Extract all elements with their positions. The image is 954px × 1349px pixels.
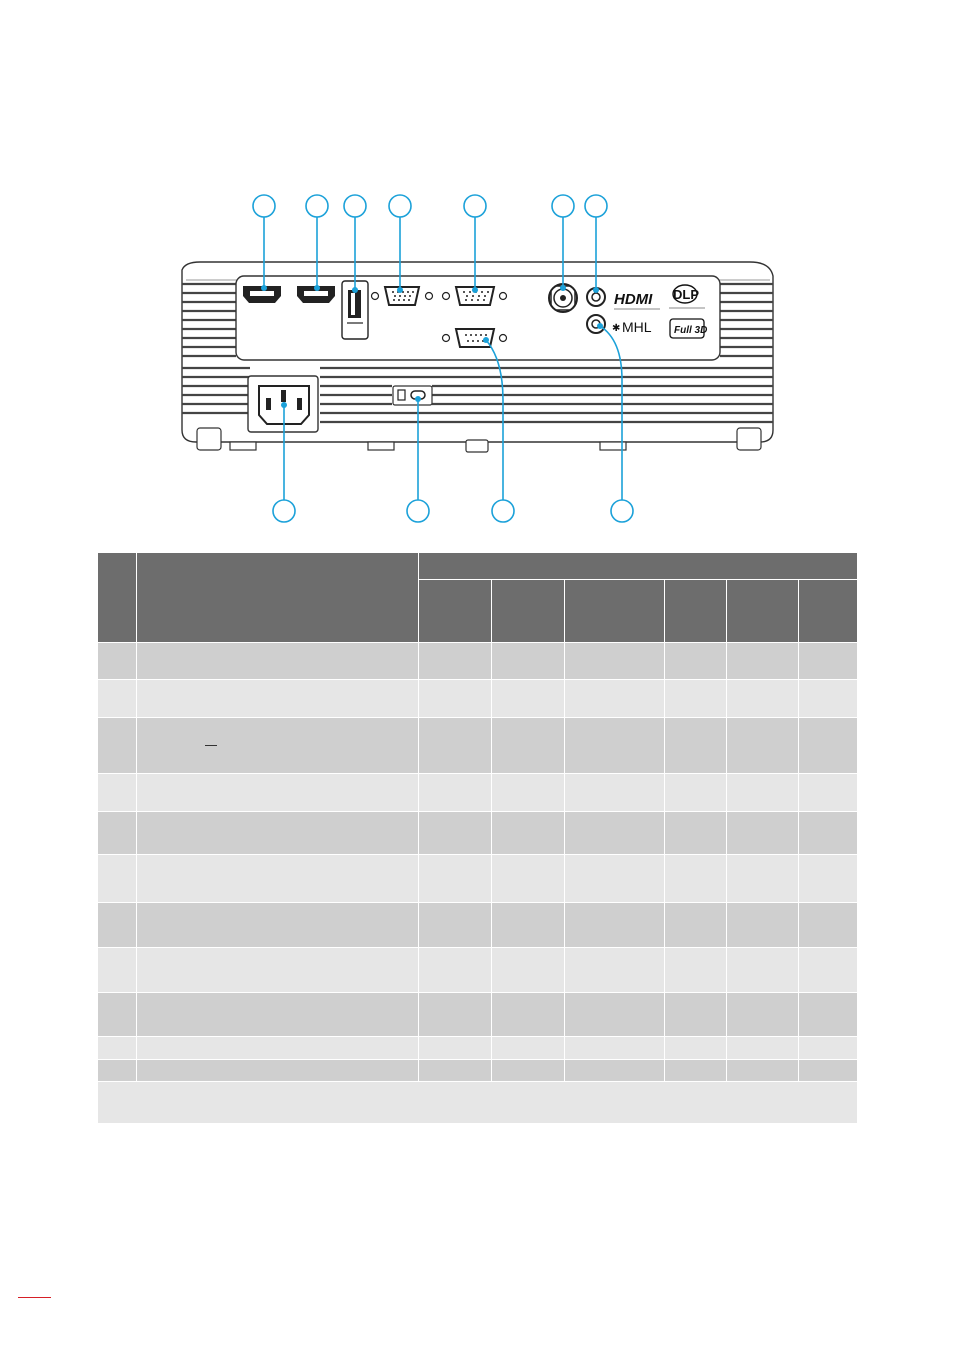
callout-markers [252, 194, 634, 523]
header-cell [491, 579, 565, 643]
dlp-logo: DLP [669, 284, 705, 309]
vga-out-port-icon [441, 286, 508, 306]
callout-marker [584, 194, 608, 218]
header-cell [726, 579, 799, 643]
header-cell [564, 579, 665, 643]
table-subheader-row [98, 579, 858, 643]
table-row [98, 854, 858, 903]
projector-rear-diagram: HDMI DLP ✱ MHL Full 3D [181, 194, 774, 523]
svg-text:✱: ✱ [612, 323, 620, 334]
table-row [98, 773, 858, 812]
svg-text:HDMI: HDMI [614, 291, 653, 308]
full3d-logo: Full 3D [669, 318, 707, 339]
table-row [98, 902, 858, 948]
header-cell [418, 579, 492, 643]
callout-marker [551, 194, 575, 218]
callout-marker [406, 499, 430, 523]
table-row [98, 717, 858, 774]
left-vents [182, 282, 250, 415]
svg-text:Full 3D: Full 3D [674, 325, 707, 336]
header-cell [136, 553, 419, 643]
kensington-lock-icon [392, 385, 433, 406]
hdmi-port-2-icon [297, 286, 335, 303]
projector-feet [196, 427, 762, 453]
connection-spec-table [98, 553, 858, 1124]
bottom-vents [320, 366, 773, 424]
hdmi-logo: HDMI [614, 291, 660, 310]
table-note-row [98, 1081, 858, 1124]
svg-text:MHL: MHL [622, 319, 652, 335]
dc-power-symbol-icon [204, 745, 217, 746]
page-marker-line [18, 1297, 51, 1298]
hdmi-port-1-icon [243, 286, 281, 303]
table-row [98, 992, 858, 1037]
callout-marker [463, 194, 487, 218]
callout-marker [610, 499, 634, 523]
table-row [98, 679, 858, 718]
table-row [98, 1036, 858, 1060]
callout-endpoints [261, 285, 603, 408]
table-row [98, 1059, 858, 1082]
usb-port-icon [341, 280, 369, 340]
callout-marker [388, 194, 412, 218]
table-row [98, 947, 858, 993]
header-cell [418, 553, 858, 580]
table-row [98, 642, 858, 680]
usb-power-jack-icon [586, 314, 606, 334]
right-vents [720, 282, 773, 358]
callout-marker [252, 194, 276, 218]
table-row [98, 811, 858, 855]
callout-marker [491, 499, 515, 523]
table-header-row [98, 553, 858, 643]
callout-marker [272, 499, 296, 523]
mhl-logo: ✱ MHL [612, 319, 652, 335]
header-cell [798, 579, 858, 643]
svg-text:DLP: DLP [673, 287, 699, 302]
vga-in-port-icon [370, 286, 434, 306]
header-cell [664, 579, 727, 643]
callout-marker [343, 194, 367, 218]
header-cell [98, 553, 137, 643]
callout-lines [263, 217, 623, 500]
callout-marker [305, 194, 329, 218]
